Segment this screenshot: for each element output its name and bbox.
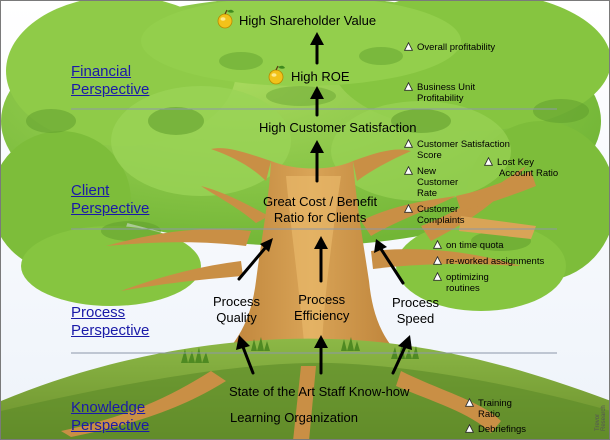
branches [106,166,536,291]
arrow-quality-to-costbenefit [237,238,273,281]
triangle-icon [404,166,413,175]
triangle-icon [404,82,413,91]
roe-node: High ROE [291,69,350,84]
arrow-knowhow-to-efficiency [314,335,328,375]
ground [1,337,609,439]
process-speed-node: Process Speed [392,295,439,326]
triangle-icon [433,240,442,249]
kpi-reworked-assignments: re-worked assignments [433,256,544,267]
kpi-optimizing-routines: optimizing routines [433,272,489,294]
process-efficiency-node: Process Efficiency [294,292,350,323]
kpi-new-customer-rate: New Customer Rate [404,166,458,199]
shareholder-value-node: High Shareholder Value [239,13,377,28]
causal-arrows [236,32,412,375]
kpi-debriefings: Debriefings [465,424,526,435]
triangle-icon [484,157,493,166]
arrow-satisfaction-to-roe [310,86,324,117]
kpi-customer-complaints: Customer Complaints [404,204,465,226]
trunk [201,148,421,371]
kpi-overall-profitability: Overall profitability [404,42,495,53]
kpi-training-ratio: Training Ratio [465,398,512,420]
apple-icon [217,9,234,29]
arrow-efficiency-to-costbenefit [314,236,328,283]
triangle-icon [465,424,474,433]
triangle-icon [404,139,413,148]
arrow-roe-to-shareholder [310,32,324,65]
triangle-icon [404,42,413,51]
arrow-knowhow-to-quality [236,335,255,375]
arrow-speed-to-costbenefit [374,239,405,285]
customer-satisfaction-node: High Customer Satisfaction [259,120,417,135]
knowledge-perspective-label[interactable]: Knowledge Perspective [71,399,150,434]
triangle-icon [433,256,442,265]
staff-knowhow-node: State of the Art Staff Know-how [229,384,410,399]
process-quality-node: Process Quality [213,294,260,325]
triangle-icon [404,204,413,213]
kpi-on-time-quota: on time quota [433,240,504,251]
kpi-lost-key-account-ratio: Lost Key Account Ratio [484,157,558,179]
kpi-business-unit-profitability: Business Unit Profitability [404,82,475,104]
cost-benefit-node: Great Cost / Benefit Ratio for Clients [263,194,378,225]
process-perspective-label[interactable]: Process Perspective [71,304,150,339]
kpi-customer-satisfaction-score: Customer Satisfaction Score [404,139,510,161]
financial-perspective-label[interactable]: Financial Perspective [71,63,150,98]
client-perspective-label[interactable]: Client Perspective [71,182,150,217]
credit-text: Trevor Research [595,405,607,431]
perspective-dividers [71,108,557,354]
learning-organization-node: Learning Organization [230,410,358,425]
triangle-icon [433,272,442,281]
arrow-knowhow-to-speed [391,335,412,375]
arrow-costbenefit-to-satisfaction [310,140,324,183]
triangle-icon [465,398,474,407]
apple-icon [268,65,285,85]
